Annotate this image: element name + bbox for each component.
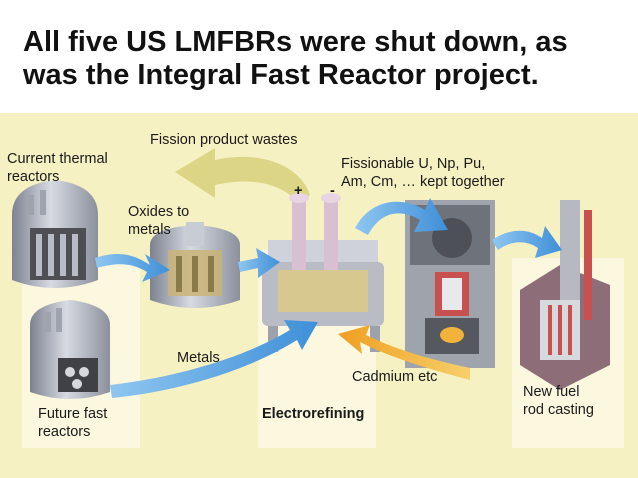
current-thermal-label-line-2: reactors [7, 169, 60, 185]
electrorefining-label: Electrorefining [262, 406, 365, 422]
new-fuel-label-line-2: rod casting [523, 402, 594, 418]
future-fast-label-line-1: Future fast [38, 406, 108, 422]
fission-wastes-arrow [175, 148, 310, 205]
new-fuel-label-line-1: New fuel [523, 384, 580, 400]
injection-casting-furnace-icon [405, 200, 495, 368]
future-fast-reactor-icon [30, 300, 110, 399]
current-thermal-label-line-1: Current thermal [7, 151, 108, 167]
title-line-2: was the Integral Fast Reactor project. [23, 59, 539, 91]
slide-title: All five US LMFBRs were shut down, as wa… [23, 26, 623, 92]
anode-plus-sign: + [294, 183, 303, 199]
future-fast-label-line-2: reactors [38, 424, 91, 440]
cadmium-label: Cadmium etc [352, 369, 438, 385]
current-thermal-reactor-icon [12, 180, 98, 288]
casting-to-newfuel-arrow [492, 226, 562, 258]
metals-arrow [110, 320, 318, 398]
oxides-to-electrorefiner-arrow [238, 248, 280, 278]
new-fuel-rods-icon [520, 200, 610, 390]
fissionable-label-line-1: Fissionable U, Np, Pu, [341, 156, 486, 172]
fission-wastes-label: Fission product wastes [150, 132, 298, 148]
fissionable-label-line-2: Am, Cm, … kept together [341, 174, 505, 190]
cadmium-return-arrow [338, 325, 470, 380]
oxides-label-line-2: metals [128, 222, 171, 238]
thermal-to-oxides-arrow [95, 254, 170, 282]
oxides-label-line-1: Oxides to [128, 204, 190, 220]
metals-label: Metals [177, 350, 220, 366]
electrorefiner-to-casting-arrow [355, 198, 448, 235]
title-line-1: All five US LMFBRs were shut down, as [23, 26, 568, 58]
cathode-minus-sign: - [330, 183, 335, 199]
electrorefiner-icon [262, 193, 384, 352]
oxide-reduction-vessel-icon [150, 222, 240, 308]
